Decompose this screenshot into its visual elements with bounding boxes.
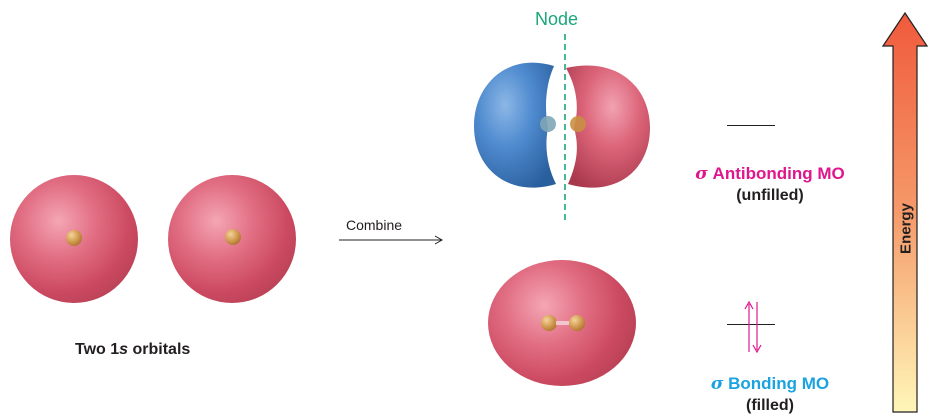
two-1s-orbitals-caption: Two 1s orbitals <box>75 341 190 359</box>
bonding-title-text: Bonding MO <box>723 374 830 393</box>
caption-italic: s <box>119 341 129 358</box>
caption-suffix: orbitals <box>128 341 191 358</box>
bonding-bond <box>556 321 569 325</box>
bonding-energy-level <box>727 324 775 325</box>
bonding-nucleus-left <box>541 315 557 331</box>
bonding-nucleus-right <box>569 315 585 331</box>
bonding-sigma: σ <box>710 374 724 394</box>
energy-label: Energy <box>897 203 915 254</box>
antibonding-title-text: Antibonding MO <box>707 164 845 183</box>
antibonding-mo-title: σ Antibonding MO <box>670 164 870 184</box>
nucleus-left <box>66 230 82 246</box>
combine-label: Combine <box>346 217 403 233</box>
caption-prefix: Two 1 <box>75 341 120 358</box>
energy-arrow <box>882 12 928 413</box>
bonding-status: (filled) <box>746 397 794 414</box>
antibonding-mo-lobes <box>474 62 650 188</box>
node-line <box>564 34 566 222</box>
bonding-mo-title: σ Bonding MO <box>670 374 870 394</box>
electron-pair-arrows <box>744 300 762 354</box>
antibonding-energy-level <box>727 125 775 126</box>
antibonding-sigma: σ <box>695 164 708 184</box>
node-label: Node <box>535 9 579 29</box>
combine-arrow <box>339 235 444 245</box>
antibonding-status: (unfilled) <box>736 187 804 204</box>
nucleus-right <box>225 229 241 245</box>
